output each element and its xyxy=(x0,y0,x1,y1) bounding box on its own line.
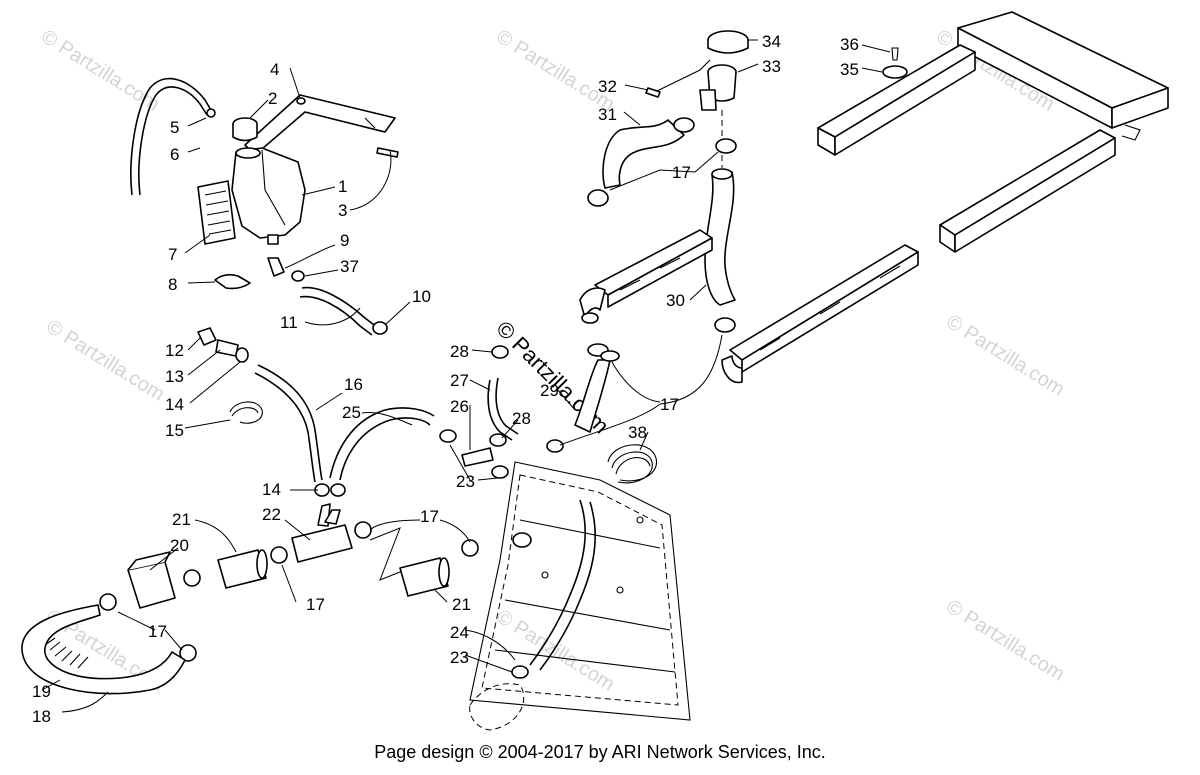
callout-16: 16 xyxy=(344,375,363,394)
reservoir-group xyxy=(130,77,399,336)
watermark: © Partzilla.com xyxy=(492,26,618,116)
callout-3: 3 xyxy=(338,201,347,220)
callout-27: 27 xyxy=(450,371,469,390)
center-hose-group xyxy=(461,343,657,484)
callout-14: 14 xyxy=(165,395,184,414)
callout-25: 25 xyxy=(342,403,361,422)
callout-2: 2 xyxy=(268,89,277,108)
callout-labels: 1 2 3 4 5 6 7 8 9 10 11 12 13 14 15 16 2… xyxy=(32,32,859,726)
callout-4: 4 xyxy=(270,60,279,79)
callout-23: 23 xyxy=(450,648,469,667)
callout-7: 7 xyxy=(168,245,177,264)
callout-8: 8 xyxy=(168,275,177,294)
watermark: © Partzilla.com xyxy=(942,596,1068,686)
callout-17: 17 xyxy=(306,595,325,614)
callout-30: 30 xyxy=(666,291,685,310)
callout-12: 12 xyxy=(165,341,184,360)
callout-21: 21 xyxy=(172,510,191,529)
copyright-footer: Page design © 2004-2017 by ARI Network S… xyxy=(374,742,826,762)
callout-28: 28 xyxy=(450,342,469,361)
callout-17: 17 xyxy=(660,395,679,414)
left-hose-group xyxy=(21,327,509,695)
heat-exchanger-group xyxy=(579,229,919,384)
callout-17: 17 xyxy=(672,163,691,182)
callout-23: 23 xyxy=(456,472,475,491)
callout-38: 38 xyxy=(628,423,647,442)
callout-35: 35 xyxy=(840,60,859,79)
callout-13: 13 xyxy=(165,367,184,386)
callout-36: 36 xyxy=(840,35,859,54)
callout-1: 1 xyxy=(338,177,347,196)
callout-22: 22 xyxy=(262,505,281,524)
callout-19: 19 xyxy=(32,682,51,701)
callout-24: 24 xyxy=(450,623,469,642)
callout-14: 14 xyxy=(262,480,281,499)
callout-31: 31 xyxy=(598,105,617,124)
watermark-layer: © Partzilla.com © Partzilla.com © Partzi… xyxy=(37,26,1068,696)
chassis-plate xyxy=(469,461,691,731)
callout-15: 15 xyxy=(165,421,184,440)
callout-32: 32 xyxy=(598,77,617,96)
callout-37: 37 xyxy=(340,257,359,276)
callout-5: 5 xyxy=(170,118,179,137)
thermostat-group xyxy=(587,30,749,333)
callout-28: 28 xyxy=(512,409,531,428)
watermark: © Partzilla.com xyxy=(492,606,618,696)
callout-34: 34 xyxy=(762,32,781,51)
tunnel-frame xyxy=(817,11,1169,253)
watermark: © Partzilla.com xyxy=(942,311,1068,401)
callout-9: 9 xyxy=(340,231,349,250)
leader-lines xyxy=(41,39,891,713)
callout-6: 6 xyxy=(170,145,179,164)
watermark: © Partzilla.com xyxy=(42,316,168,406)
callout-33: 33 xyxy=(762,57,781,76)
callout-26: 26 xyxy=(450,397,469,416)
callout-17: 17 xyxy=(148,622,167,641)
callout-18: 18 xyxy=(32,707,51,726)
callout-10: 10 xyxy=(412,287,431,306)
watermark: © Partzilla.com xyxy=(37,26,163,116)
callout-11: 11 xyxy=(280,313,298,332)
callout-21: 21 xyxy=(452,595,471,614)
callout-17: 17 xyxy=(420,507,439,526)
callout-20: 20 xyxy=(170,536,189,555)
callout-29: 29 xyxy=(540,381,559,400)
